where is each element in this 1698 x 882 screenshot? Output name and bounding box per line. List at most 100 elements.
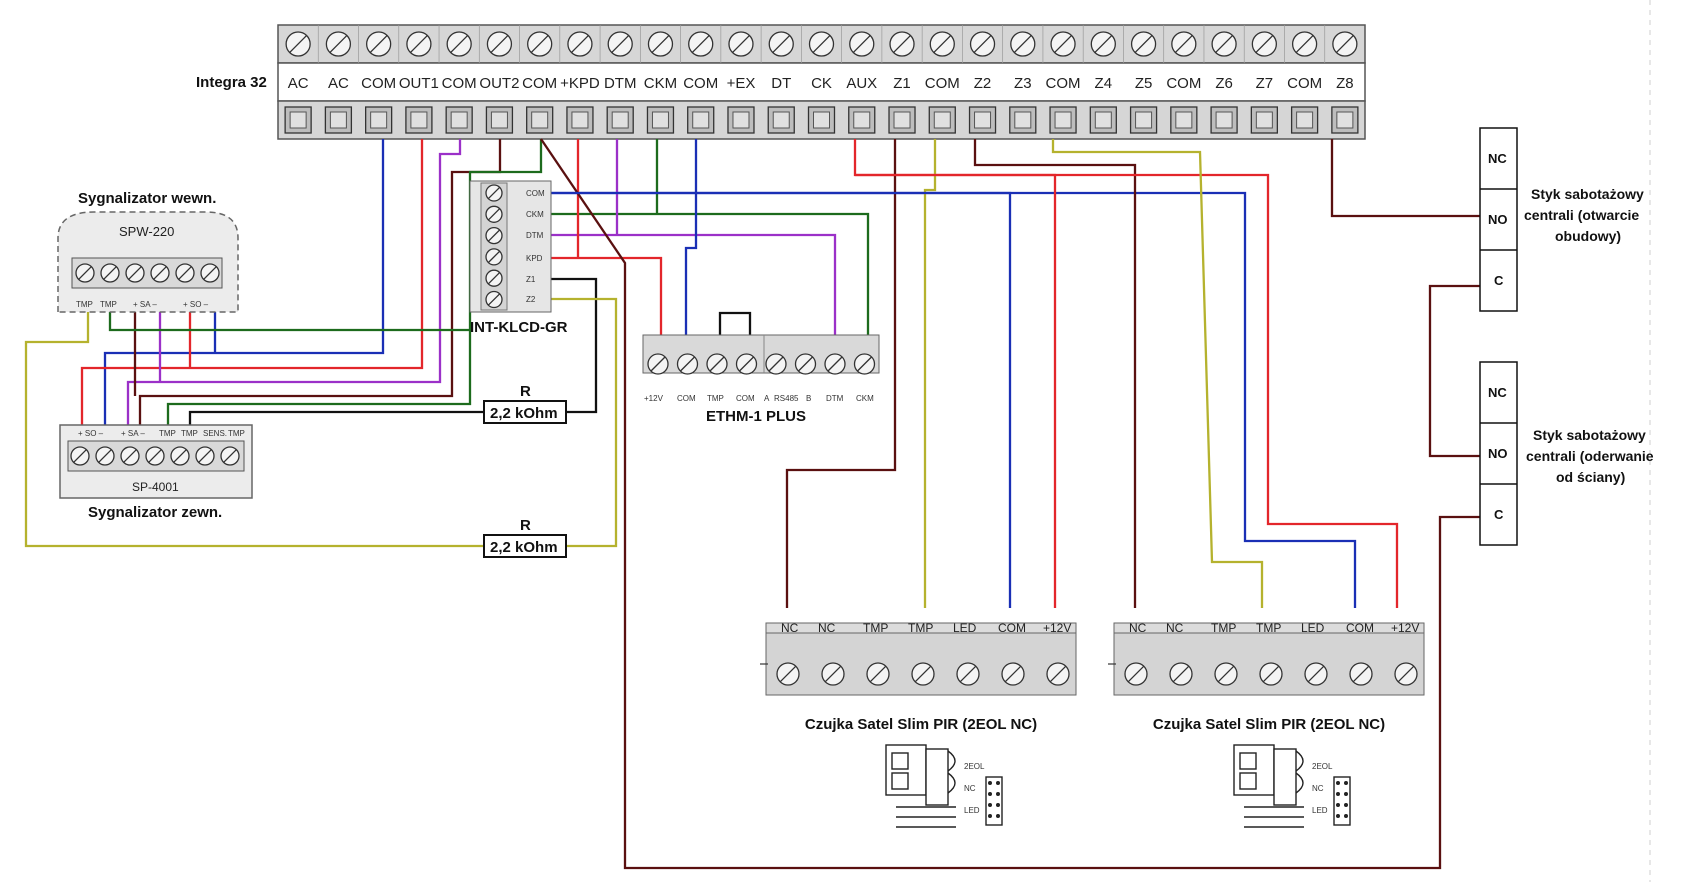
panel-terminal-label-9: CKM (644, 75, 677, 92)
ethm-caption: ETHM-1 PLUS (706, 408, 806, 425)
ethm-screw-0 (647, 353, 669, 375)
ethm-screw-1 (676, 353, 699, 375)
wire-olive-com-pir2 (1051, 139, 1264, 608)
pir1-caption: Czujka Satel Slim PIR (2EOL NC) (805, 716, 1037, 733)
wire-green-klcd-ckm (551, 212, 870, 335)
pir2-pin-plus12v: +12V (1391, 621, 1419, 635)
panel-clamp-22 (1170, 106, 1198, 134)
spw-pin-tmp2: TMP (100, 300, 117, 309)
panel-terminal-label-10: COM (683, 75, 718, 92)
klcd-screw-1 (485, 205, 503, 223)
wire-red-out1 (80, 139, 424, 425)
pir1-screw-5 (1001, 662, 1025, 686)
resistor-2: R 2,2 kOhm (483, 517, 567, 558)
pir1-jumper-label-2eol: 2EOL (964, 762, 985, 771)
ethm-jumper (718, 311, 752, 335)
resistor-2-body (483, 534, 567, 558)
panel-terminal-label-11: +EX (727, 75, 756, 92)
panel-clamp-26 (1331, 106, 1359, 134)
panel-terminal-label-4: COM (442, 75, 477, 92)
resistor-2-value: 2,2 kOhm (490, 539, 558, 556)
panel-screw-9 (647, 31, 674, 57)
tamper-top-no: NO (1488, 212, 1508, 227)
resistor-1-value: 2,2 kOhm (490, 405, 558, 422)
pir2-screw-5 (1349, 662, 1373, 686)
panel-screw-19 (1050, 31, 1076, 57)
panel-clamp-15 (888, 106, 916, 134)
panel-screw-10 (688, 31, 714, 57)
panel-screw-22 (1171, 31, 1197, 57)
panel-clamp-11 (727, 106, 755, 134)
wire-olive-com-pir1 (923, 139, 937, 608)
panel-screw-5 (486, 31, 513, 57)
wire-darkred-out2 (138, 139, 502, 425)
spw-caption: Sygnalizator wewn. (78, 190, 216, 207)
panel-screw-2 (365, 31, 392, 57)
panel-terminal-label-20: Z4 (1095, 75, 1113, 92)
panel-clamp-24 (1250, 106, 1279, 134)
panel-strip-labels (277, 62, 1366, 102)
pir1-jumper-illustration (885, 744, 1003, 828)
sp-screw-6 (220, 446, 240, 466)
ethm-pin-tmp: TMP (707, 394, 724, 403)
wire-purple-klcd-dtm (551, 233, 837, 335)
spw-pin-tmp1: TMP (76, 300, 93, 309)
panel-terminal-label-22: COM (1166, 75, 1201, 92)
panel-screw-0 (285, 31, 311, 57)
pir1-pin-nc-1: NC (781, 621, 799, 635)
pir2-jumper-label-2eol: 2EOL (1312, 762, 1333, 771)
ethm-pin-dtm: DTM (826, 394, 844, 403)
tamper-bottom: NC NO C Styk sabotażowy centrali (oderwa… (1479, 361, 1654, 546)
panel-screw-14 (849, 31, 875, 57)
panel-clamp-21 (1129, 106, 1158, 134)
pir2-screw-6 (1394, 662, 1418, 686)
pir2-screw-0 (1124, 662, 1148, 686)
spw-screw-2 (125, 263, 145, 283)
panel-title: Integra 32 (196, 74, 267, 91)
panel-terminal-label-0: AC (288, 75, 309, 92)
wire-olive-r2-klcd (551, 297, 618, 548)
sp-screw-0 (70, 446, 90, 466)
sp-screw-2 (120, 446, 140, 466)
panel-clamp-4 (445, 106, 473, 134)
ethm-screw-7 (853, 353, 876, 375)
tamper-top-label-3: obudowy) (1555, 228, 1621, 244)
sp-screw-4 (170, 446, 190, 466)
resistor-1-letter: R (520, 383, 531, 400)
panel-terminal-label-25: COM (1287, 75, 1322, 92)
tamper-top-c: C (1494, 273, 1504, 288)
panel-clamp-0 (284, 106, 312, 134)
tamper-bottom-label-3: od ściany) (1556, 469, 1625, 485)
spw-model: SPW-220 (119, 224, 174, 239)
klcd-screw-4 (485, 269, 503, 287)
pir2-pin-nc-2: NC (1166, 621, 1184, 635)
pir2-pin-nc-1: NC (1129, 621, 1147, 635)
tamper-bottom-box (1479, 361, 1518, 546)
panel-clamp-17 (968, 106, 997, 134)
wire-blue-com-sirens (103, 139, 385, 425)
panel-screw-24 (1251, 31, 1278, 57)
wire-olive-spw-tmp (24, 312, 484, 548)
panel-clamp-12 (767, 106, 795, 134)
pir1-pin-led: LED (953, 621, 977, 635)
ethm-pin-a: A (764, 394, 770, 403)
panel-clamp-6 (526, 106, 554, 134)
sp-screw-3 (145, 446, 165, 466)
panel-terminal-label-6: COM (522, 75, 557, 92)
pir1-jumper-label-led: LED (964, 806, 980, 815)
wire-purple-com (126, 139, 462, 425)
panel-terminal-label-19: COM (1046, 75, 1081, 92)
sp4001-siren: + SO – + SA – TMP TMP SENS. TMP SP-4001 … (59, 424, 253, 521)
pir1-pin-com: COM (998, 621, 1026, 635)
klcd-screw-0 (485, 184, 503, 202)
klcd-pin-z2: Z2 (526, 295, 536, 304)
panel-terminal-label-17: Z2 (974, 75, 992, 92)
pir2-pin-tmp-1: TMP (1211, 621, 1236, 635)
panel-screw-17 (969, 31, 996, 57)
panel-clamp-13 (807, 106, 836, 134)
klcd-pin-com: COM (526, 189, 545, 198)
pir1-pin-tmp-2: TMP (908, 621, 933, 635)
wire-red-aux-pir1 (853, 139, 1057, 608)
